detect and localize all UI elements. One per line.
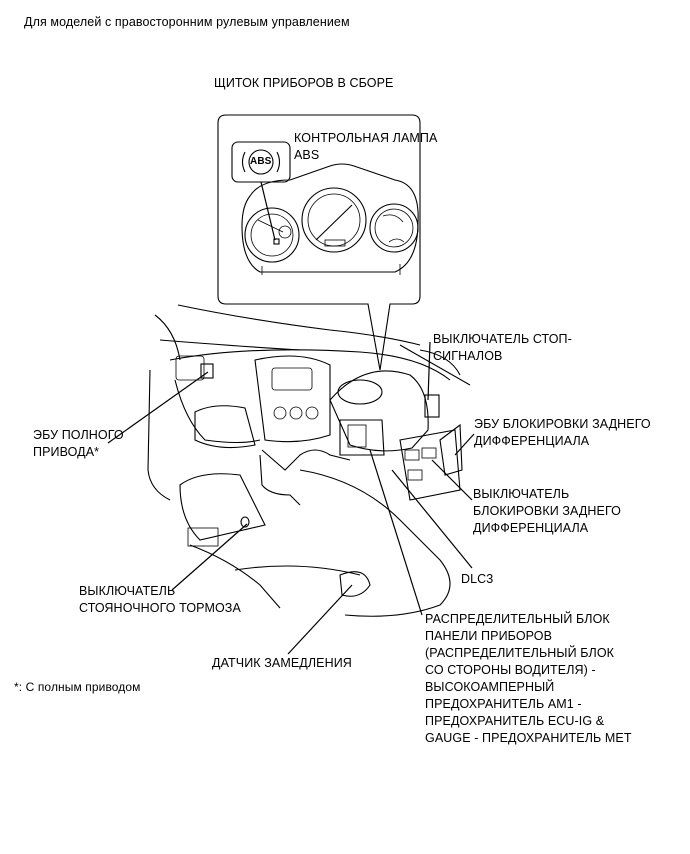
abs-symbol-text: ABS xyxy=(250,156,272,167)
cluster-title: ЩИТОК ПРИБОРОВ В СБОРЕ xyxy=(214,76,394,90)
leader-lines xyxy=(107,341,475,655)
label-diff-switch: ВЫКЛЮЧАТЕЛЬ БЛОКИРОВКИ ЗАДНЕГО ДИФФЕРЕНЦ… xyxy=(473,487,621,535)
vehicle-interior xyxy=(147,304,471,617)
label-diff-ecu: ЭБУ БЛОКИРОВКИ ЗАДНЕГО ДИФФЕРЕНЦИАЛА xyxy=(474,417,651,448)
abs-lamp-symbol xyxy=(231,141,291,241)
label-parking-brake: ВЫКЛЮЧАТЕЛЬ СТОЯНОЧНОГО ТОРМОЗА xyxy=(79,584,241,615)
footnote: *: С полным приводом xyxy=(14,680,141,694)
abs-lamp-label: КОНТРОЛЬНАЯ ЛАМПА ABS xyxy=(294,131,438,162)
instrument-cluster xyxy=(241,163,419,275)
header-title: Для моделей с правосторонним рулевым упр… xyxy=(24,15,350,29)
label-awd-ecu: ЭБУ ПОЛНОГО ПРИВОДА* xyxy=(33,428,124,459)
label-dlc3: DLC3 xyxy=(461,572,494,586)
label-junction-block: РАСПРЕДЕЛИТЕЛЬНЫЙ БЛОК ПАНЕЛИ ПРИБОРОВ (… xyxy=(425,612,632,745)
label-stop-switch: ВЫКЛЮЧАТЕЛЬ СТОП- СИГНАЛОВ xyxy=(433,332,572,363)
label-decel-sensor: ДАТЧИК ЗАМЕДЛЕНИЯ xyxy=(212,656,352,670)
